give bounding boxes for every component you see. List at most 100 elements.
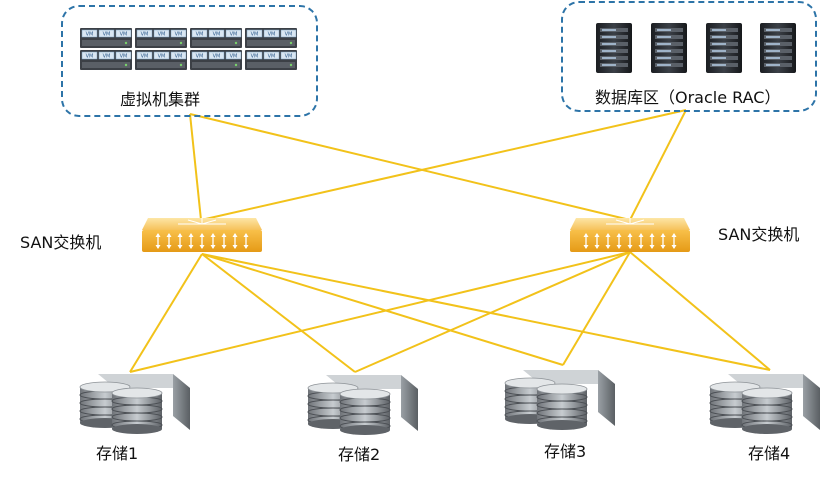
vm-server-bay [192, 62, 240, 68]
vm-tag-text: VM [120, 32, 128, 38]
port-arrow-head-down [671, 245, 677, 249]
vm-slot [263, 29, 280, 38]
rack-led-strip [657, 50, 671, 52]
san-switch-2-label: SAN交换机 [718, 225, 800, 244]
vm-tag-text: VM [230, 32, 238, 38]
storage-2-label: 存储2 [338, 445, 381, 464]
port-arrow-head-down [638, 245, 644, 249]
vm-slot [191, 51, 208, 60]
rack-led-strip [602, 57, 616, 59]
vm-status-led [124, 41, 128, 45]
vm-tag-text: VM [175, 32, 183, 38]
vm-slot [246, 29, 263, 38]
vm-slot [246, 51, 263, 60]
switch-top-arrow [201, 219, 217, 225]
port-arrow-head-up [210, 233, 216, 237]
rack-led-strip [657, 64, 671, 66]
rack-led-strip [602, 50, 616, 52]
port-arrow-head-down [649, 245, 655, 249]
rack-led-strip [657, 43, 671, 45]
disk-stack-body [742, 393, 792, 429]
san-switch-1-icon [142, 218, 262, 252]
disk-stack-top [741, 387, 793, 399]
link-switch-1-to-storage-2 [201, 253, 356, 373]
san-switch-1-label: SAN交换机 [20, 233, 102, 252]
vm-tag-text: VM [86, 54, 94, 60]
vm-tag-text: VM [141, 54, 149, 60]
san-switch-2-icon [570, 218, 690, 252]
vm-slot [170, 51, 187, 60]
vm-server-bay [82, 40, 130, 46]
port-arrow-head-up [638, 233, 644, 237]
vm-tag-text: VM [158, 54, 166, 60]
port-arrow-head-down [221, 245, 227, 249]
rack-led-strip [657, 57, 671, 59]
rack-led-strip [712, 29, 726, 31]
vm-slot [225, 29, 242, 38]
vm-tag-text: VM [285, 32, 293, 38]
disk-stack-bottom [340, 425, 390, 435]
vm-slot [263, 51, 280, 60]
storage-box-side [173, 374, 190, 430]
port-arrow-head-up [605, 233, 611, 237]
vm-tag-text: VM [141, 32, 149, 38]
rack-led-strip [602, 43, 616, 45]
link-vm-to-switch-2 [189, 113, 631, 221]
vm-slot [153, 29, 170, 38]
vm-slot [115, 51, 132, 60]
link-switch-1-to-storage-4 [201, 253, 771, 371]
rack-led-strip [712, 36, 726, 38]
vm-cluster-label: 虚拟机集群 [120, 90, 201, 109]
disk-stack-top [339, 388, 391, 400]
vm-status-led [179, 63, 183, 67]
vm-slot [81, 51, 98, 60]
vm-slot [225, 51, 242, 60]
vm-slot [208, 51, 225, 60]
disk-stack-bottom [537, 420, 587, 430]
vm-server-bay [192, 40, 240, 46]
port-arrow-head-down [616, 245, 622, 249]
vm-server-bay [247, 40, 295, 46]
vm-server-bay [137, 62, 185, 68]
vm-tag-text: VM [196, 32, 204, 38]
port-arrow-head-down [583, 245, 589, 249]
vm-status-led [289, 41, 293, 45]
disk-stack-bottom [742, 424, 792, 434]
disk-stack-top [111, 387, 163, 399]
rack-led-strip [602, 29, 616, 31]
vm-tag-text: VM [230, 54, 238, 60]
rack-led-strip [766, 29, 780, 31]
vm-slot [98, 51, 115, 60]
port-arrow-head-up [232, 233, 238, 237]
link-switch-2-to-storage-1 [129, 251, 631, 373]
vm-tag-text: VM [285, 54, 293, 60]
port-arrow-head-up [221, 233, 227, 237]
disk-stack-body [112, 393, 162, 429]
vm-tag-text: VM [268, 54, 276, 60]
rack-led-strip [657, 29, 671, 31]
port-arrow-head-down [188, 245, 194, 249]
rack-led-strip [602, 36, 616, 38]
switch-top-arrow [629, 219, 645, 225]
vm-status-led [124, 63, 128, 67]
rack-led-strip [602, 64, 616, 66]
switch-top-arrow [615, 219, 631, 225]
port-arrow-head-up [594, 233, 600, 237]
port-arrow-head-up [243, 233, 249, 237]
vm-server-bay [82, 62, 130, 68]
port-arrow-head-down [627, 245, 633, 249]
vm-slot [208, 29, 225, 38]
port-arrow-head-down [155, 245, 161, 249]
vm-slot [98, 29, 115, 38]
storage-box-side [803, 374, 820, 430]
vm-slot [81, 29, 98, 38]
port-arrow-head-down [177, 245, 183, 249]
storage-4-label: 存储4 [748, 444, 791, 463]
link-db-to-switch-2 [629, 109, 687, 221]
port-arrow-head-up [177, 233, 183, 237]
vm-tag-text: VM [86, 32, 94, 38]
disk-stack-body [340, 394, 390, 430]
vm-tag-text: VM [103, 32, 111, 38]
port-arrow-head-up [627, 233, 633, 237]
